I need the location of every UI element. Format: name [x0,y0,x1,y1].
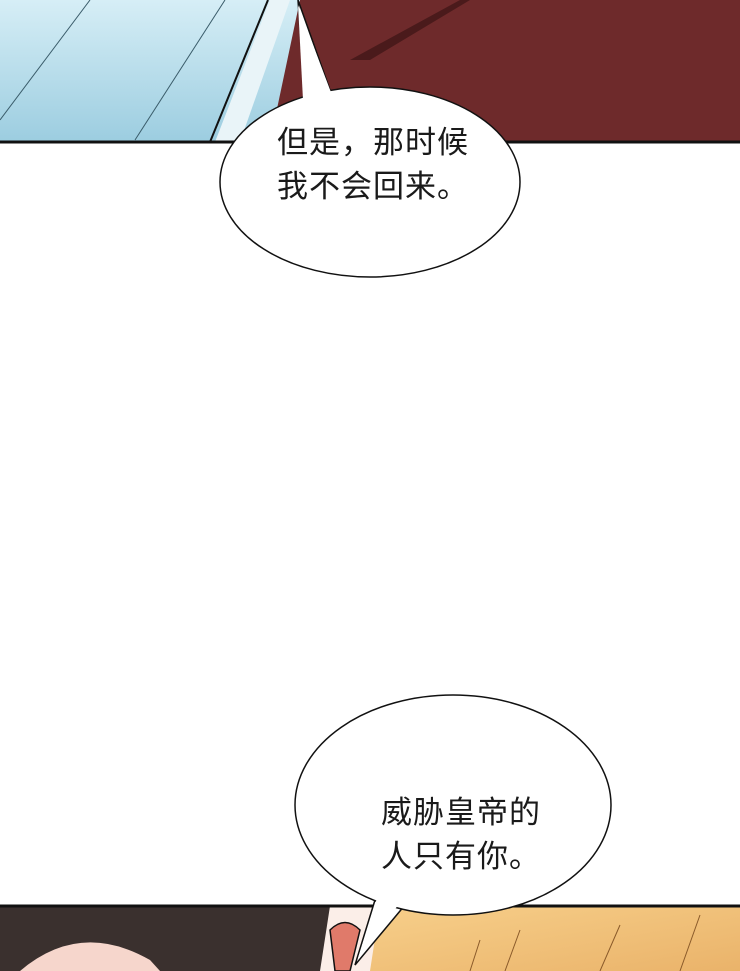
bubble-1-line-2: 我不会回来。 [277,169,469,205]
bubble-2-line-2: 人只有你。 [381,839,541,875]
bubble-1-text: 但是，那时候 我不会回来。 [277,121,469,209]
speech-bubble-1 [219,0,521,278]
speech-bubble-2 [294,694,612,966]
bubble-2-text: 威胁皇帝的 人只有你。 [381,791,541,879]
bottom-panel [0,904,740,971]
bubble-2-line-1: 威胁皇帝的 [381,795,541,831]
bubble-1-line-1: 但是，那时候 [277,125,469,161]
